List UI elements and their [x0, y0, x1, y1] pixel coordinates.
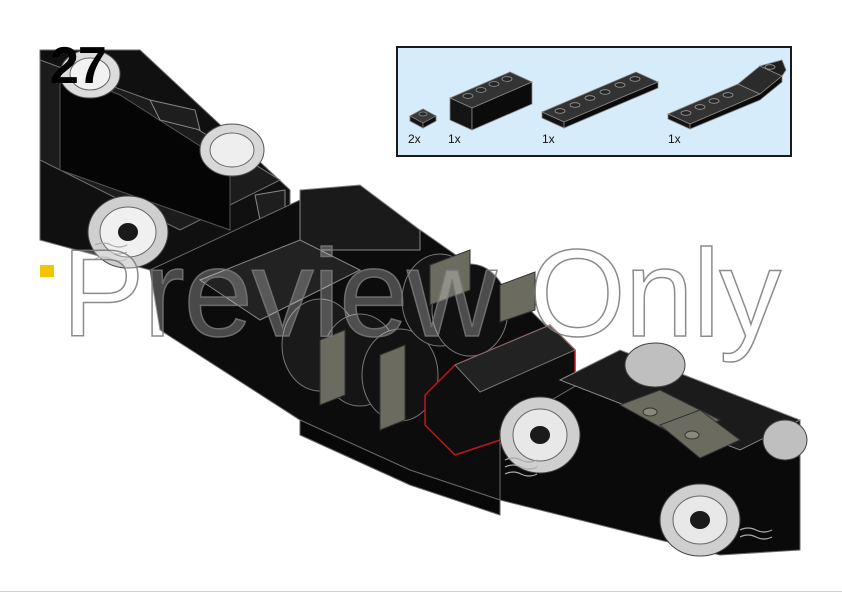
right-wheel-back	[624, 342, 808, 461]
plate-1x1-image	[408, 104, 438, 130]
gray-brackets	[319, 249, 536, 431]
slope-inverted-plate-image	[666, 58, 788, 130]
step-number: 27	[50, 37, 107, 95]
brick-1x4-image	[448, 68, 534, 132]
right-wheel-rear	[659, 483, 741, 557]
slope-inverted-plate-qty: 1x	[668, 132, 681, 146]
footer-divider	[0, 591, 842, 592]
parts-list-box: 2x 1x	[396, 46, 792, 157]
plate-1x1-qty: 2x	[408, 132, 421, 146]
left-wheel-top	[59, 49, 121, 99]
left-wheel-bottom	[87, 195, 169, 269]
brick-1x4-qty: 1x	[448, 132, 461, 146]
plate-1x6-qty: 1x	[542, 132, 555, 146]
right-springs	[504, 457, 773, 540]
plate-1x6-image	[540, 66, 662, 130]
yellow-marker	[40, 265, 54, 277]
right-wheel-front	[499, 396, 581, 474]
left-spring	[94, 242, 128, 262]
left-wheel-mid	[199, 123, 265, 177]
